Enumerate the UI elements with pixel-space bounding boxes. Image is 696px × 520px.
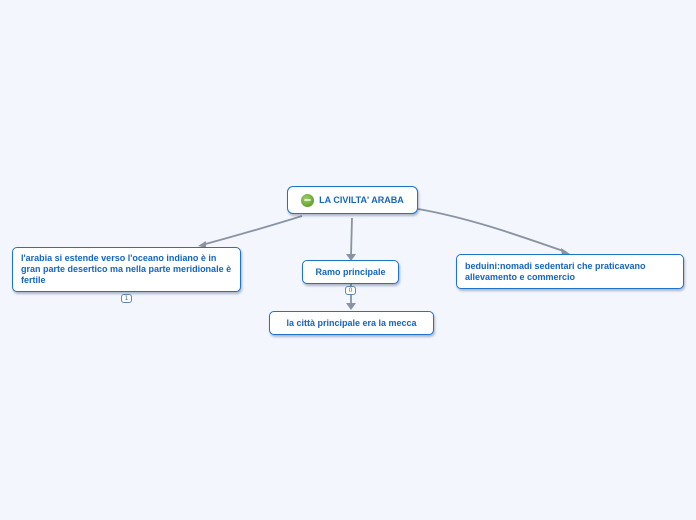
topic-beduini[interactable]: beduini:nomadi sedentari che praticavano… xyxy=(456,254,684,289)
arrow-child xyxy=(346,303,356,310)
topic-main-branch-text: Ramo principale xyxy=(315,266,386,277)
globe-icon xyxy=(301,193,315,207)
topic-arabia-count-badge[interactable]: 1 xyxy=(121,294,132,303)
arrow-left xyxy=(198,241,206,248)
link-root-left xyxy=(201,215,303,246)
topic-main-branch[interactable]: Ramo principale xyxy=(302,260,399,284)
link-root-middle xyxy=(350,217,353,257)
topic-mecca-text: la città principale era la mecca xyxy=(286,317,417,328)
topic-mecca[interactable]: la città principale era la mecca xyxy=(269,311,434,335)
arrow-middle xyxy=(346,254,356,261)
root-topic[interactable]: LA CIVILTA' ARABA xyxy=(287,186,418,214)
topic-arabia[interactable]: l'arabia si estende verso l'oceano india… xyxy=(12,247,241,292)
root-topic-title: LA CIVILTA' ARABA xyxy=(319,194,404,205)
topic-main-branch-count-badge[interactable]: 0 xyxy=(345,286,356,295)
topic-beduini-text: beduini:nomadi sedentari che praticavano… xyxy=(465,260,646,282)
topic-arabia-text: l'arabia si estende verso l'oceano india… xyxy=(21,253,232,285)
link-root-right xyxy=(417,208,567,253)
